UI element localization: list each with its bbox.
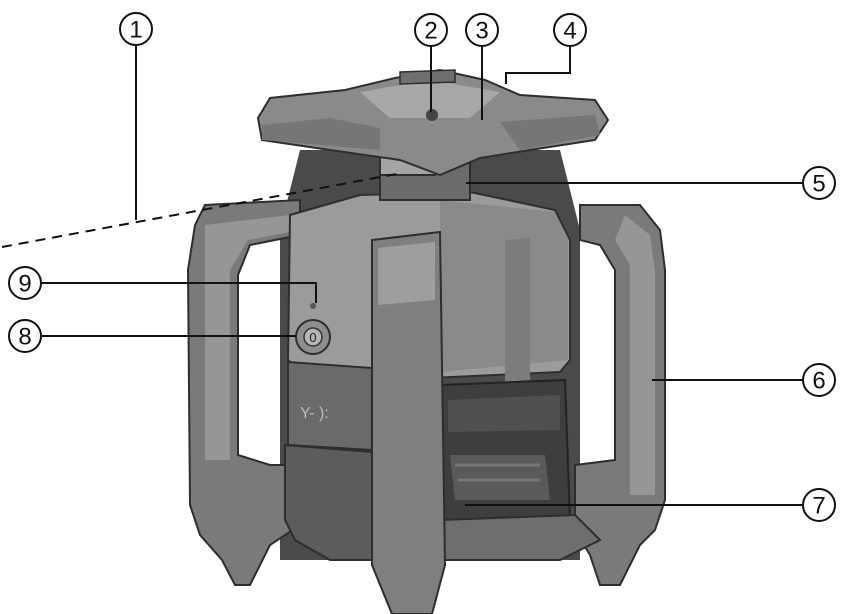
svg-text:1: 1 bbox=[129, 17, 142, 44]
svg-text:7: 7 bbox=[812, 493, 825, 520]
svg-text:4: 4 bbox=[563, 18, 576, 45]
svg-text:5: 5 bbox=[812, 171, 825, 198]
callout-6: 6 bbox=[802, 363, 836, 397]
svg-text:3: 3 bbox=[475, 18, 488, 45]
callout-1: 1 bbox=[119, 12, 153, 46]
callout-9: 9 bbox=[8, 266, 42, 300]
callout-7: 7 bbox=[802, 488, 836, 522]
svg-text:6: 6 bbox=[812, 368, 825, 395]
callout-5: 5 bbox=[802, 166, 836, 200]
leader-lines bbox=[1, 45, 803, 506]
top-sight bbox=[399, 69, 456, 85]
svg-text:8: 8 bbox=[18, 324, 31, 351]
callout-2: 2 bbox=[414, 13, 448, 47]
leader-4 bbox=[505, 46, 571, 84]
top-thread bbox=[426, 109, 438, 121]
callout-8: 8 bbox=[8, 319, 42, 353]
svg-text:2: 2 bbox=[424, 18, 437, 45]
callout-3: 3 bbox=[465, 13, 499, 47]
power-symbol: 0 bbox=[309, 330, 316, 345]
leader-9 bbox=[42, 282, 317, 303]
device-illustration: Y- ): 0 bbox=[186, 68, 666, 614]
svg-text:9: 9 bbox=[18, 271, 31, 298]
callouts: 1 2 3 4 5 6 7 8 bbox=[8, 12, 836, 522]
side-marking: Y- ): bbox=[300, 405, 329, 422]
power-led bbox=[310, 303, 316, 309]
callout-4: 4 bbox=[553, 13, 587, 47]
front-pillar bbox=[371, 230, 447, 614]
